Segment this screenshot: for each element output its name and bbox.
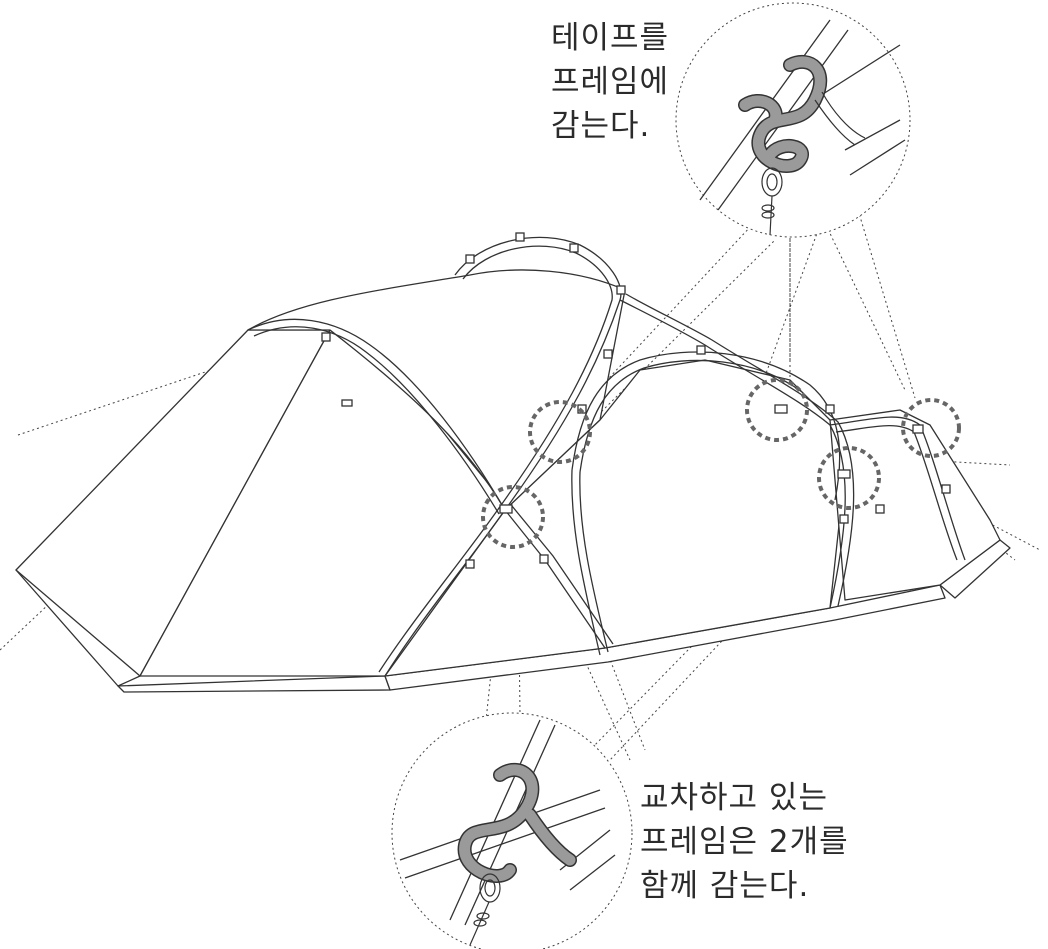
frames (247, 232, 966, 677)
highlight-markers (481, 378, 961, 549)
tent-body (15, 269, 1011, 693)
caption-top: 테이프를 프레임에 감는다. (551, 20, 670, 144)
zoom-circle-bottom (391, 712, 633, 949)
zoom-circle-top (675, 2, 911, 238)
caption-bottom: 교차하고 있는 프레임은 2개를 함께 감는다. (640, 780, 849, 904)
